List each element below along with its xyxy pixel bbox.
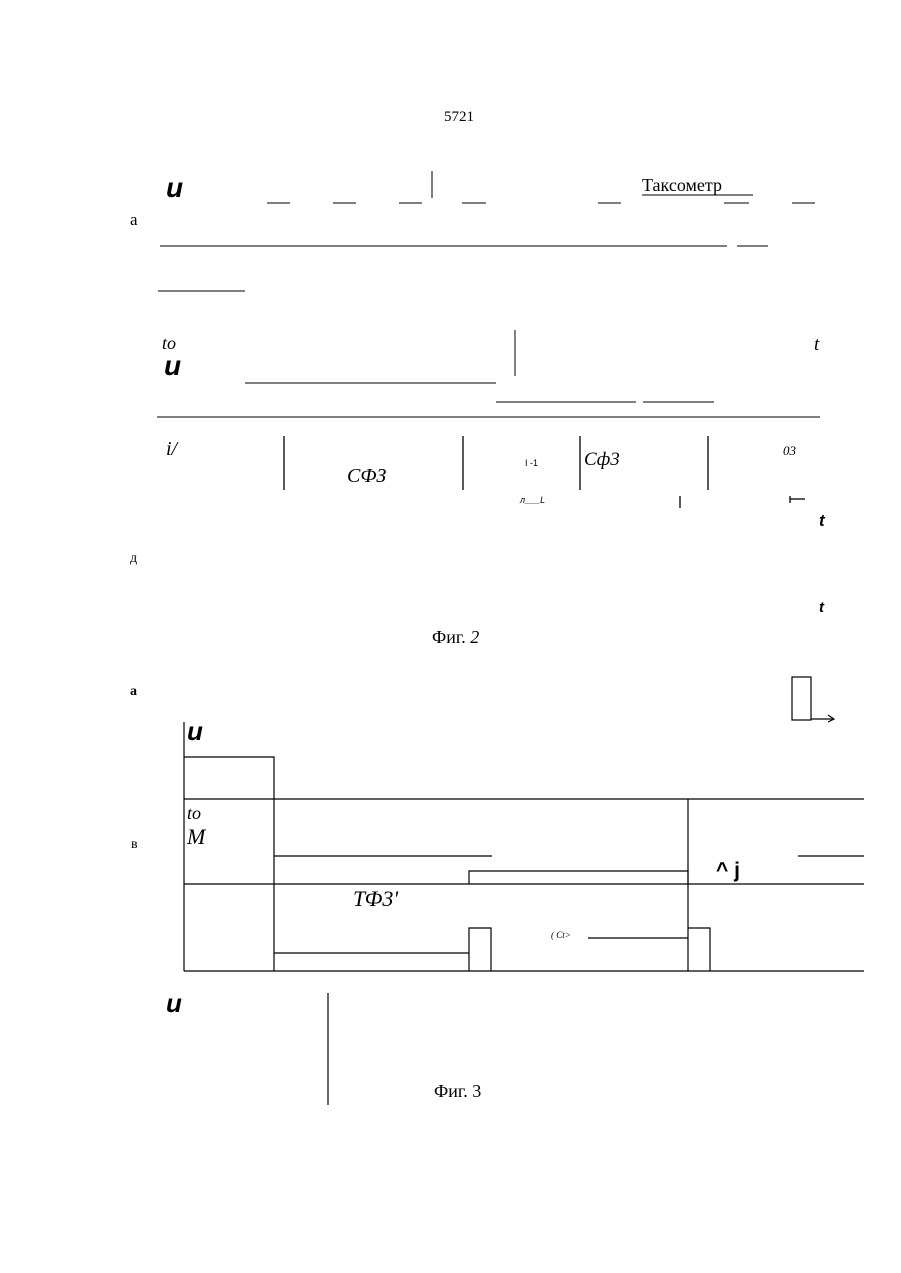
fig2-caption: Фиг. 2 [432, 628, 479, 646]
fig3-small-marker: ( Ct> [551, 931, 571, 940]
fig3-u-top-label: u [187, 718, 203, 744]
fig3-caption: Фиг. 3 [434, 1082, 481, 1100]
fig2-row-d-letter: д [130, 552, 137, 566]
fig2-row-b-t-label: t [814, 335, 819, 354]
taksometr-label: Таксометр [642, 176, 722, 194]
fig2-row-b-u-label: u [164, 352, 181, 380]
fig2-row-c-sfz-label-1: СФЗ [347, 466, 386, 486]
fig3-letter-v: в [131, 838, 138, 852]
fig2-row-c-bottom-marker: л___L [520, 496, 545, 505]
fig3-corner-arrow [792, 677, 834, 722]
fig3-frame [184, 722, 864, 971]
fig3-m-label: M [187, 826, 205, 848]
fig2-row-c-03-label: 03 [783, 444, 796, 457]
fig2-row-a-u-label: u [166, 174, 183, 202]
fig3-to-label: to [187, 804, 201, 822]
fig3-tfz-label: ТФ3' [353, 888, 398, 910]
fig2-row-c-t-label: t [819, 512, 825, 529]
fig3-caption-number: 3 [472, 1081, 481, 1101]
fig2-row-d-t-label: t [819, 600, 824, 615]
fig2-caption-prefix: Фиг. [432, 627, 466, 647]
fig2-row-a-letter: а [130, 211, 138, 228]
fig2-row-b-trace [157, 330, 820, 417]
fig3-caption-prefix: Фиг. [434, 1081, 468, 1101]
fig2-row-a-baseline [158, 246, 768, 291]
fig3-caret-j-label: ^ j [716, 860, 740, 881]
fig2-caption-number: 2 [470, 627, 479, 647]
fig3-letter-a: а [130, 685, 137, 699]
fig3-u-bottom-label: u [166, 990, 182, 1016]
fig2-row-a-dashes [267, 171, 815, 203]
fig2-row-c-sfz-label-2: Сф3 [584, 450, 620, 469]
fig2-row-c-marker: I -1 [525, 459, 538, 468]
fig2-row-c-i-label: i/ [166, 439, 177, 459]
page-number: 5721 [444, 110, 474, 125]
